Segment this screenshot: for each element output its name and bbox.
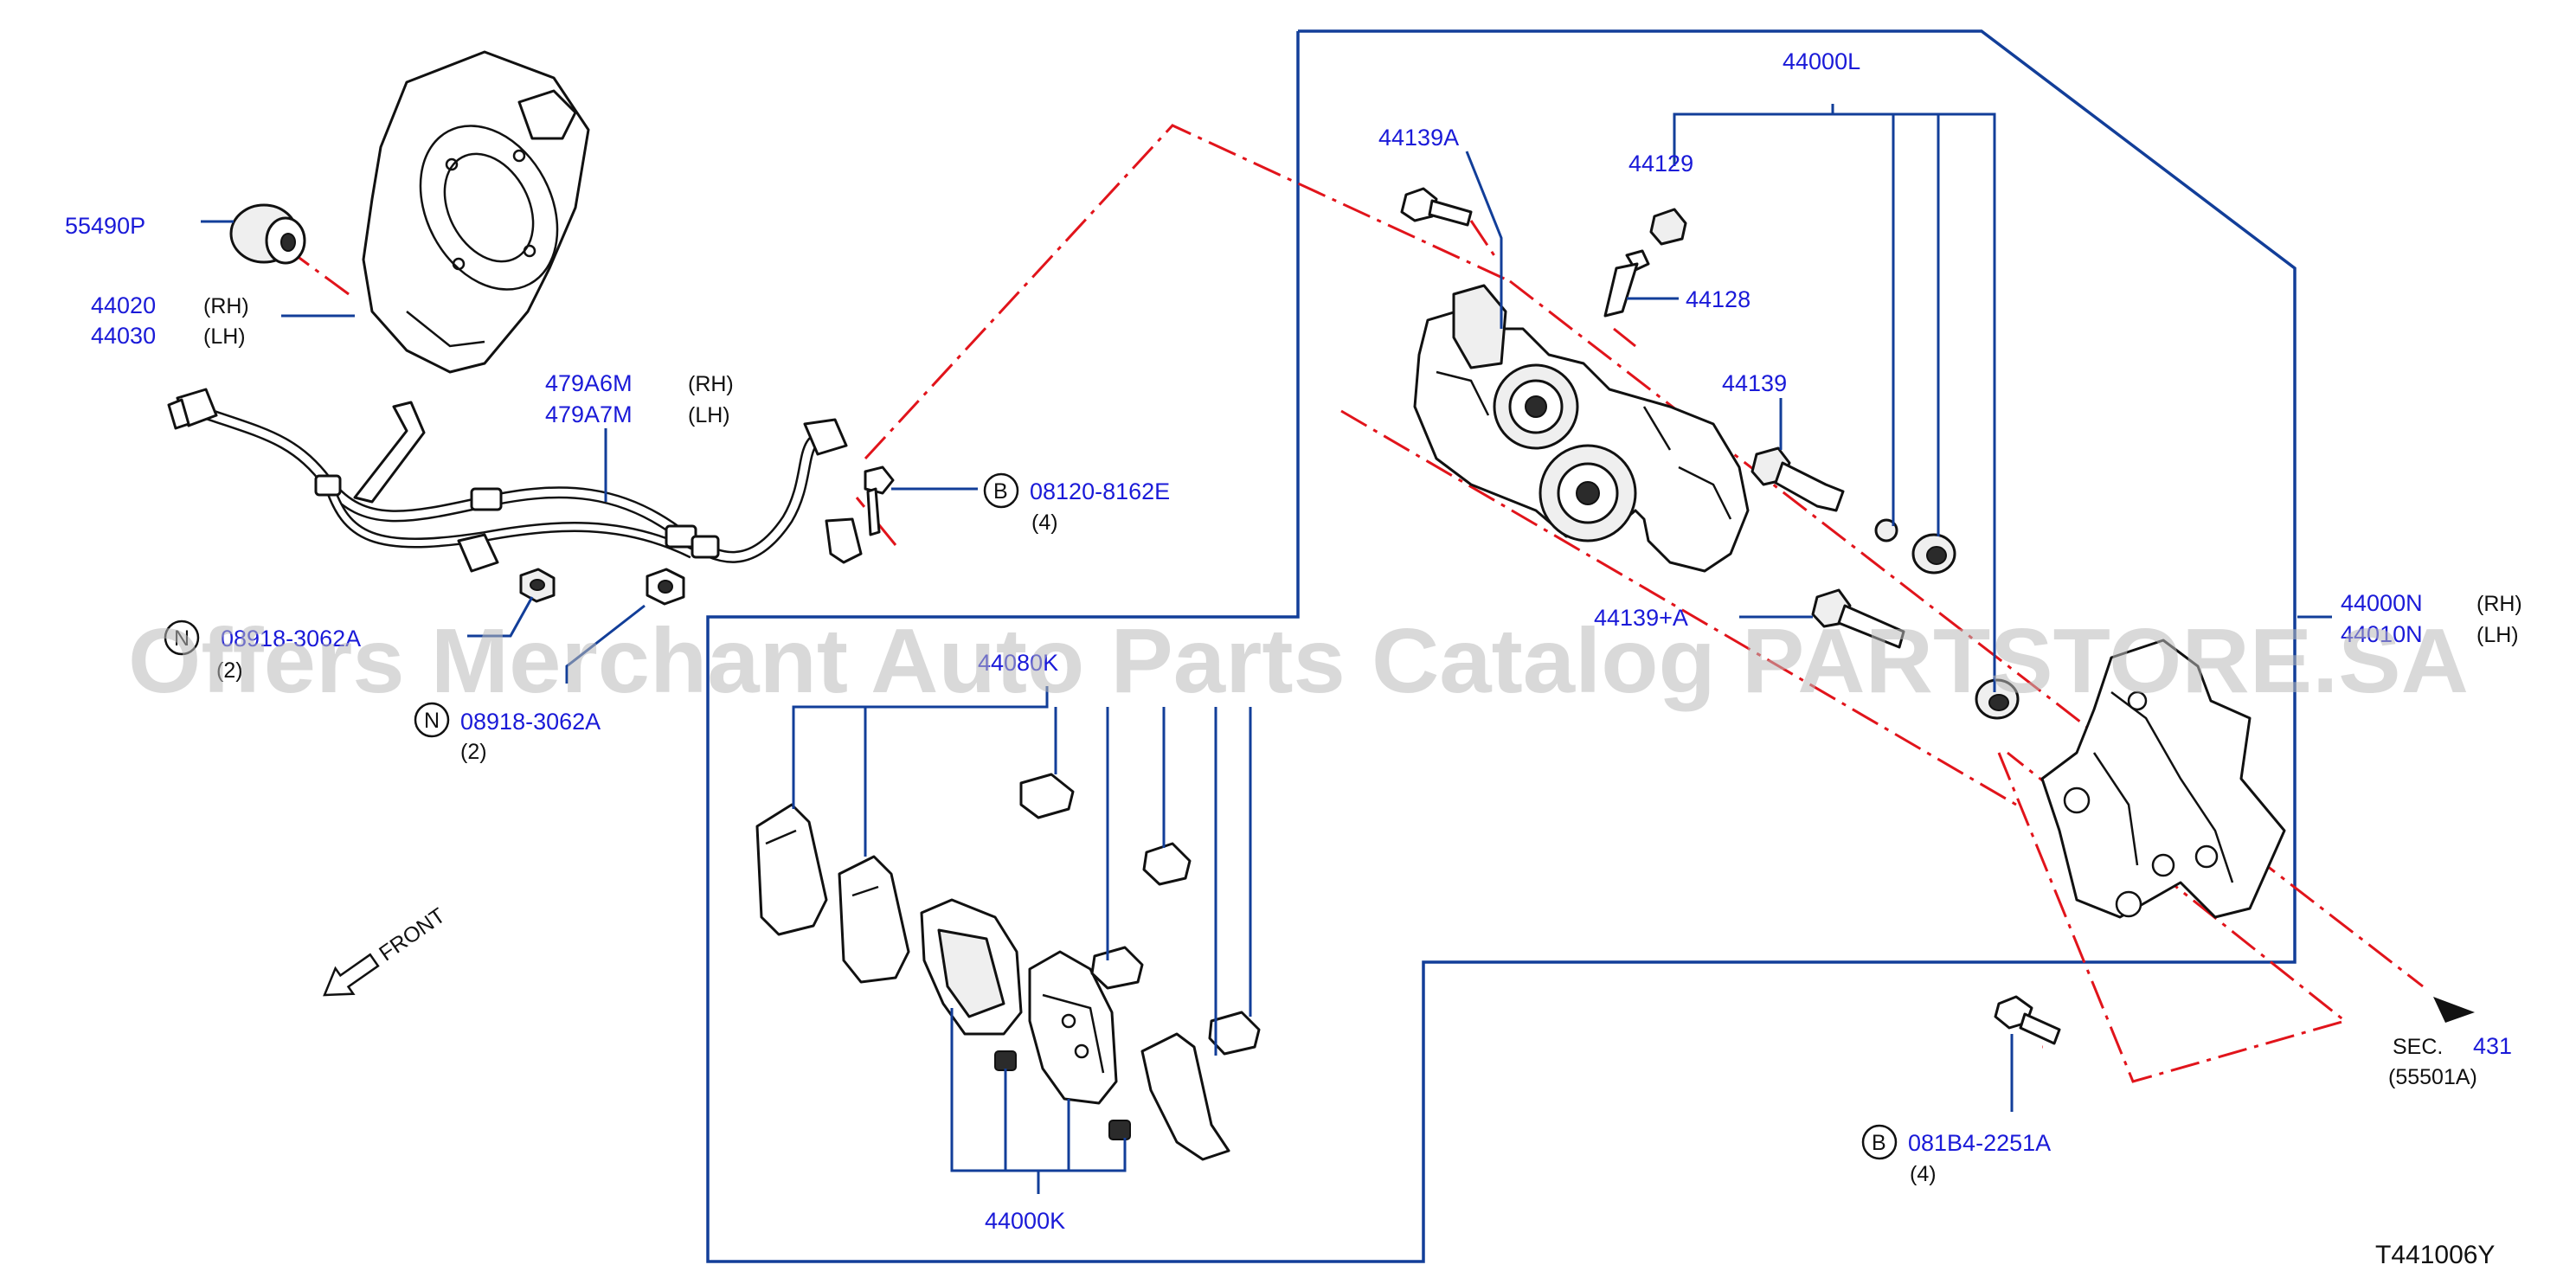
abs-sensor-harness[interactable]	[167, 388, 863, 564]
pad-retainer-clip-3[interactable]	[1090, 946, 1144, 990]
label-479A7M[interactable]: 479A7M	[545, 401, 633, 427]
caliper-group-outline	[706, 29, 2297, 1263]
brake-pad-outer[interactable]	[920, 898, 1023, 1036]
label-44010N[interactable]: 44010N	[2341, 621, 2423, 647]
guide-pin-lower[interactable]	[1811, 588, 1905, 649]
section-ref-number[interactable]: 431	[2473, 1033, 2512, 1059]
assembly-centerlines	[289, 124, 2424, 1083]
label-44030-side: (LH)	[203, 324, 246, 349]
pad-shim-spring[interactable]	[1108, 1120, 1131, 1140]
label-08918-3062A-a[interactable]: 08918-3062A	[221, 626, 361, 652]
pad-retainer-clip-4[interactable]	[1208, 1011, 1261, 1056]
leader-lines	[201, 104, 2332, 1194]
label-44129[interactable]: 44129	[1628, 151, 1693, 177]
label-44000L[interactable]: 44000L	[1783, 48, 1860, 74]
guide-pin[interactable]	[1751, 446, 1845, 512]
label-08918-qty-b: (2)	[460, 740, 487, 764]
pad-retainer-clip-1[interactable]	[1019, 773, 1075, 819]
label-44000K[interactable]: 44000K	[985, 1208, 1065, 1234]
section-ref-prefix: SEC.	[2393, 1035, 2443, 1059]
nut-marker-circle-a	[164, 620, 200, 656]
label-44020-side: (RH)	[203, 294, 249, 318]
diagram-code: T441006Y	[2375, 1241, 2495, 1269]
caliper-bracket[interactable]	[2040, 639, 2286, 919]
pad-retainer-clip-2[interactable]	[1142, 842, 1192, 886]
label-08918-qty-a: (2)	[216, 658, 243, 683]
label-479A6M[interactable]: 479A6M	[545, 370, 633, 396]
label-08120-qty: (4)	[1031, 510, 1058, 535]
dust-shield[interactable]	[362, 50, 590, 374]
sensor-bolt[interactable]	[864, 465, 895, 536]
pin-boot-large[interactable]	[1911, 533, 1956, 575]
label-44030[interactable]: 44030	[91, 323, 156, 349]
pin-boot-lower[interactable]	[1975, 678, 2020, 720]
bleeder-cap[interactable]	[1649, 208, 1687, 246]
pad-wear-indicator[interactable]	[994, 1050, 1017, 1071]
label-44000N[interactable]: 44000N	[2341, 590, 2423, 616]
nut-marker-circle-b	[414, 702, 450, 738]
harness-clip-nut-right[interactable]	[646, 568, 685, 606]
label-479A7M-side: (LH)	[688, 403, 730, 427]
pin-boot-small[interactable]	[1874, 518, 1898, 542]
brake-pad-inner[interactable]	[1028, 950, 1118, 1105]
label-44128[interactable]: 44128	[1686, 286, 1751, 312]
bracket-bolt-marker-circle	[1861, 1124, 1898, 1160]
bracket-bolt[interactable]	[1994, 995, 2061, 1045]
label-479A6M-side: (RH)	[688, 372, 734, 396]
label-44010N-side: (LH)	[2476, 623, 2519, 647]
label-08918-3062A-b[interactable]: 08918-3062A	[460, 709, 601, 735]
nut-marker-a: N	[174, 626, 190, 651]
bolt-marker: B	[993, 479, 1008, 504]
anti-squeal-shim-outer[interactable]	[755, 803, 828, 936]
label-08120-8162E[interactable]: 08120-8162E	[1030, 478, 1170, 504]
guide-pin-bolt-upper[interactable]	[1400, 187, 1473, 227]
label-44020[interactable]: 44020	[91, 292, 156, 318]
section-arrow-head	[2433, 997, 2475, 1023]
section-ref-sub: (55501A)	[2388, 1065, 2477, 1089]
label-44139-plus-A[interactable]: 44139+A	[1594, 605, 1688, 631]
bleeder-screw[interactable]	[1603, 249, 1650, 318]
bracket-bolt-marker: B	[1872, 1131, 1886, 1155]
front-label: FRONT	[375, 903, 450, 966]
harness-clip-nut-left[interactable]	[457, 533, 556, 603]
label-44139A[interactable]: 44139A	[1378, 125, 1459, 151]
label-pad-kit-top[interactable]: 44080K	[978, 650, 1058, 676]
brake-caliper[interactable]	[1413, 284, 1750, 573]
pad-backing-plate[interactable]	[1140, 1032, 1230, 1161]
watermark: Offers Merchant Auto Parts Catalog PARTS…	[128, 610, 2469, 712]
label-081B4-qty: (4)	[1910, 1162, 1937, 1186]
hub-bushing[interactable]	[229, 203, 306, 265]
bolt-marker-circle	[983, 472, 1019, 509]
label-44139[interactable]: 44139	[1722, 370, 1787, 396]
front-arrow: FRONT	[323, 903, 450, 997]
label-081B4-2251A[interactable]: 081B4-2251A	[1908, 1130, 2051, 1156]
anti-squeal-shim-inner[interactable]	[838, 855, 910, 984]
label-44000N-side: (RH)	[2476, 592, 2522, 616]
label-55490P[interactable]: 55490P	[65, 213, 145, 239]
nut-marker-b: N	[424, 709, 440, 733]
